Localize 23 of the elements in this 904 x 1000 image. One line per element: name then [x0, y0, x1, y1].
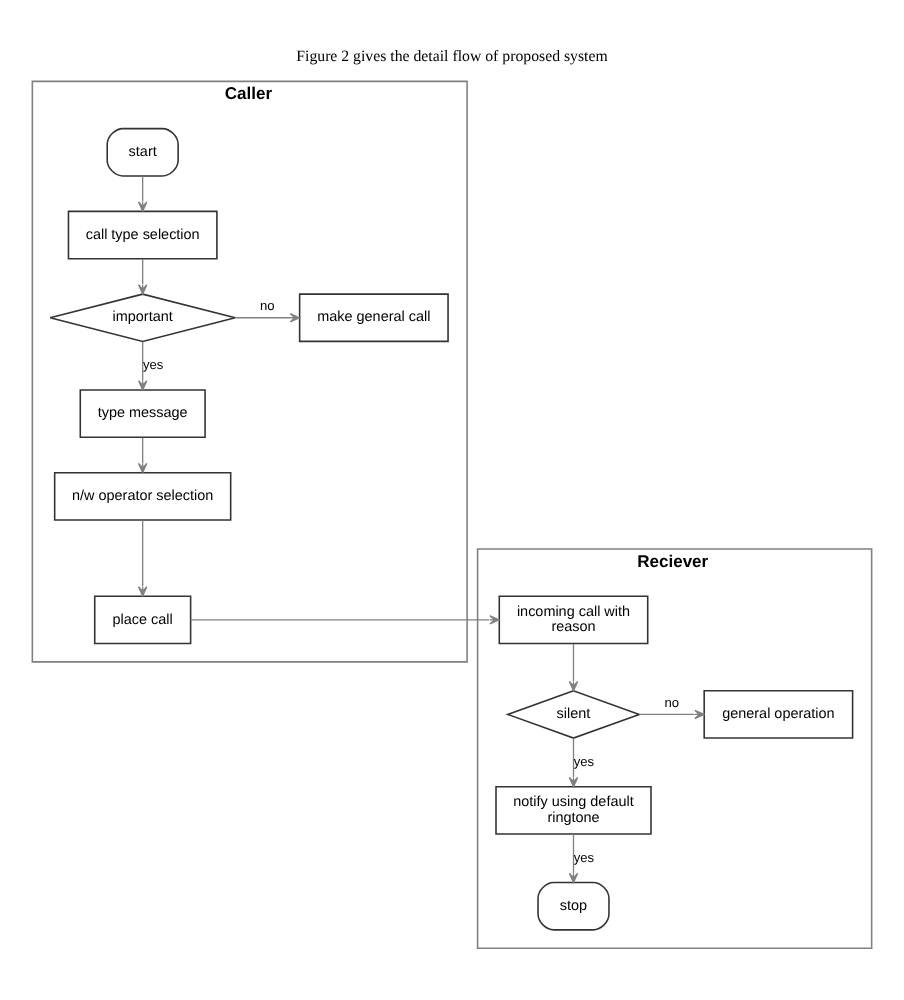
arrow: [137, 257, 148, 294]
node-box: start: [106, 126, 179, 176]
arrow: [137, 436, 148, 473]
node-diamond: silent: [505, 688, 642, 738]
arrow: [137, 174, 148, 211]
node-box: general operation: [703, 689, 854, 738]
node-box: place call: [93, 594, 192, 644]
arrow: [234, 311, 301, 322]
node-box: make general call: [298, 292, 449, 342]
node-box: incoming call with reason: [498, 594, 649, 644]
arrow: [190, 614, 500, 624]
arrow: [137, 518, 148, 596]
arrow: [568, 642, 579, 691]
node-diamond: important: [49, 292, 236, 342]
node-box: n/w operator selection: [53, 470, 232, 520]
node-box: stop: [537, 880, 610, 930]
node-box: call type selection: [67, 209, 218, 259]
arrow: [137, 340, 148, 390]
node-box: type message: [79, 388, 206, 438]
node-box: notify using default ringtone: [495, 784, 652, 834]
arrow: [568, 736, 579, 787]
arrow: [568, 832, 579, 883]
arrow: [638, 708, 705, 719]
